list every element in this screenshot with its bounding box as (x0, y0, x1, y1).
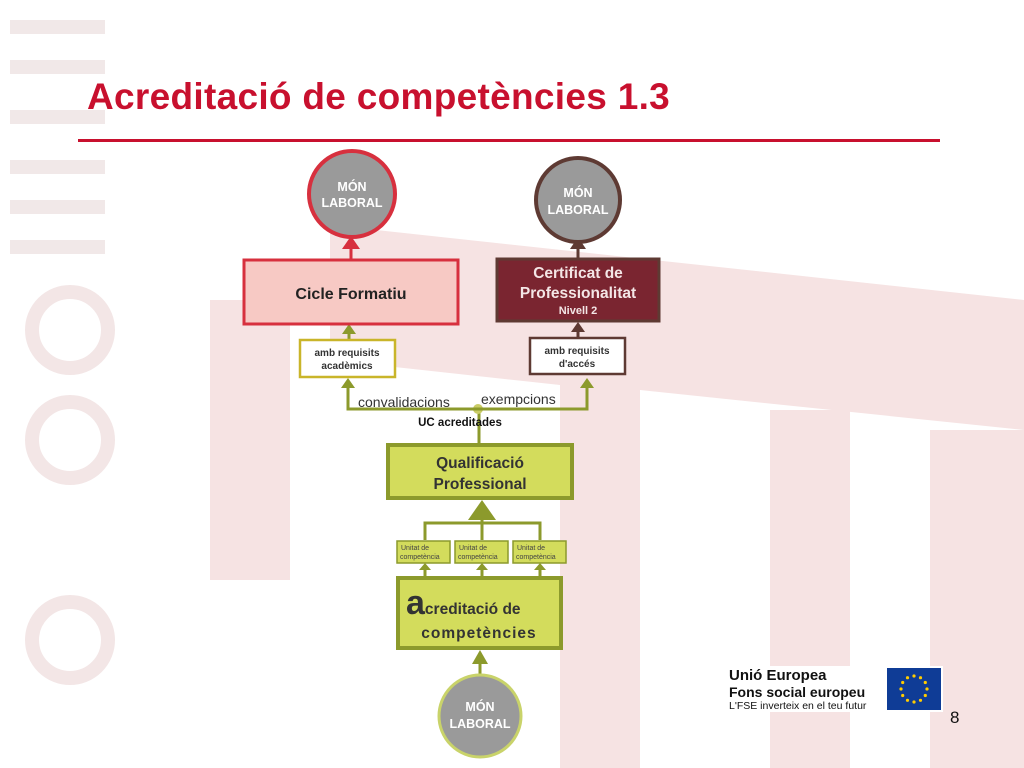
requisits-acces-line2: d'accés (559, 359, 596, 370)
cicle-formatiu-label: Cicle Formatiu (295, 286, 406, 303)
slide-title: Acreditació de competències 1.3 (87, 76, 671, 117)
mon-laboral-left-line2: LABORAL (321, 196, 382, 210)
mon-laboral-circle-left: MÓN LABORAL (307, 149, 397, 239)
unitat-1-line2: competència (400, 554, 440, 561)
unitat-2-line2: competència (458, 554, 498, 561)
connectors (341, 236, 594, 676)
unitat-competencia-1: Unitat de competència (396, 540, 451, 564)
eu-text: Unió Europea Fons social europeu L'FSE i… (729, 668, 866, 712)
acreditacio-rest: creditació de (425, 601, 521, 618)
acreditacio-line1: acreditació de (406, 584, 521, 622)
requisits-acces-box: amb requisits d'accés (528, 336, 627, 376)
cicle-formatiu-box: Cicle Formatiu (242, 258, 460, 326)
convalidacions-label: convalidacions (358, 394, 450, 410)
unitat-1-line1: Unitat de (401, 545, 429, 552)
exempcions-label: exempcions (481, 391, 556, 407)
mon-laboral-bottom-line1: MÓN (465, 699, 494, 714)
requisits-academics-box: amb requisits acadèmics (298, 338, 397, 379)
mon-laboral-bottom-line2: LABORAL (449, 717, 510, 731)
eu-union-label: Unió Europea (729, 667, 827, 684)
acreditacio-box: acreditació de competències (396, 576, 563, 650)
certificat-line3: Nivell 2 (559, 305, 598, 317)
acreditacio-line2: competències (421, 625, 536, 642)
mon-laboral-circle-bottom: MÓN LABORAL (437, 673, 523, 759)
eu-flag-icon (887, 668, 941, 710)
certificat-line2: Professionalitat (520, 285, 636, 302)
eu-logo: Unió Europea Fons social europeu L'FSE i… (727, 666, 943, 712)
eu-slogan: L'FSE inverteix en el teu futur (729, 700, 867, 712)
requisits-academics-line1: amb requisits (314, 348, 379, 359)
requisits-academics-line2: acadèmics (321, 361, 373, 372)
unitat-competencia-2: Unitat de competència (454, 540, 509, 564)
mon-laboral-right-line2: LABORAL (547, 203, 608, 217)
certificat-line1: Certificat de (533, 265, 623, 282)
qualificacio-line2: Professional (433, 476, 526, 493)
title-rule (78, 139, 940, 142)
eu-stars (899, 674, 929, 704)
unitat-2-line1: Unitat de (459, 545, 487, 552)
page-number: 8 (950, 708, 960, 727)
qualificacio-line1: Qualificació (436, 455, 524, 472)
unitat-3-line1: Unitat de (517, 545, 545, 552)
requisits-acces-line1: amb requisits (544, 346, 609, 357)
eu-fund-label: Fons social europeu (729, 684, 866, 700)
unitat-competencia-3: Unitat de competència (512, 540, 567, 564)
mon-laboral-right-line1: MÓN (563, 185, 592, 200)
acreditacio-initial: a (406, 584, 426, 622)
mon-laboral-circle-right: MÓN LABORAL (534, 156, 622, 244)
uc-acreditades-label: UC acreditades (418, 417, 502, 429)
certificat-box: Certificat de Professionalitat Nivell 2 (495, 257, 661, 323)
unitat-3-line2: competència (516, 554, 556, 561)
mon-laboral-left-line1: MÓN (337, 179, 366, 194)
qualificacio-box: Qualificació Professional (386, 443, 574, 500)
